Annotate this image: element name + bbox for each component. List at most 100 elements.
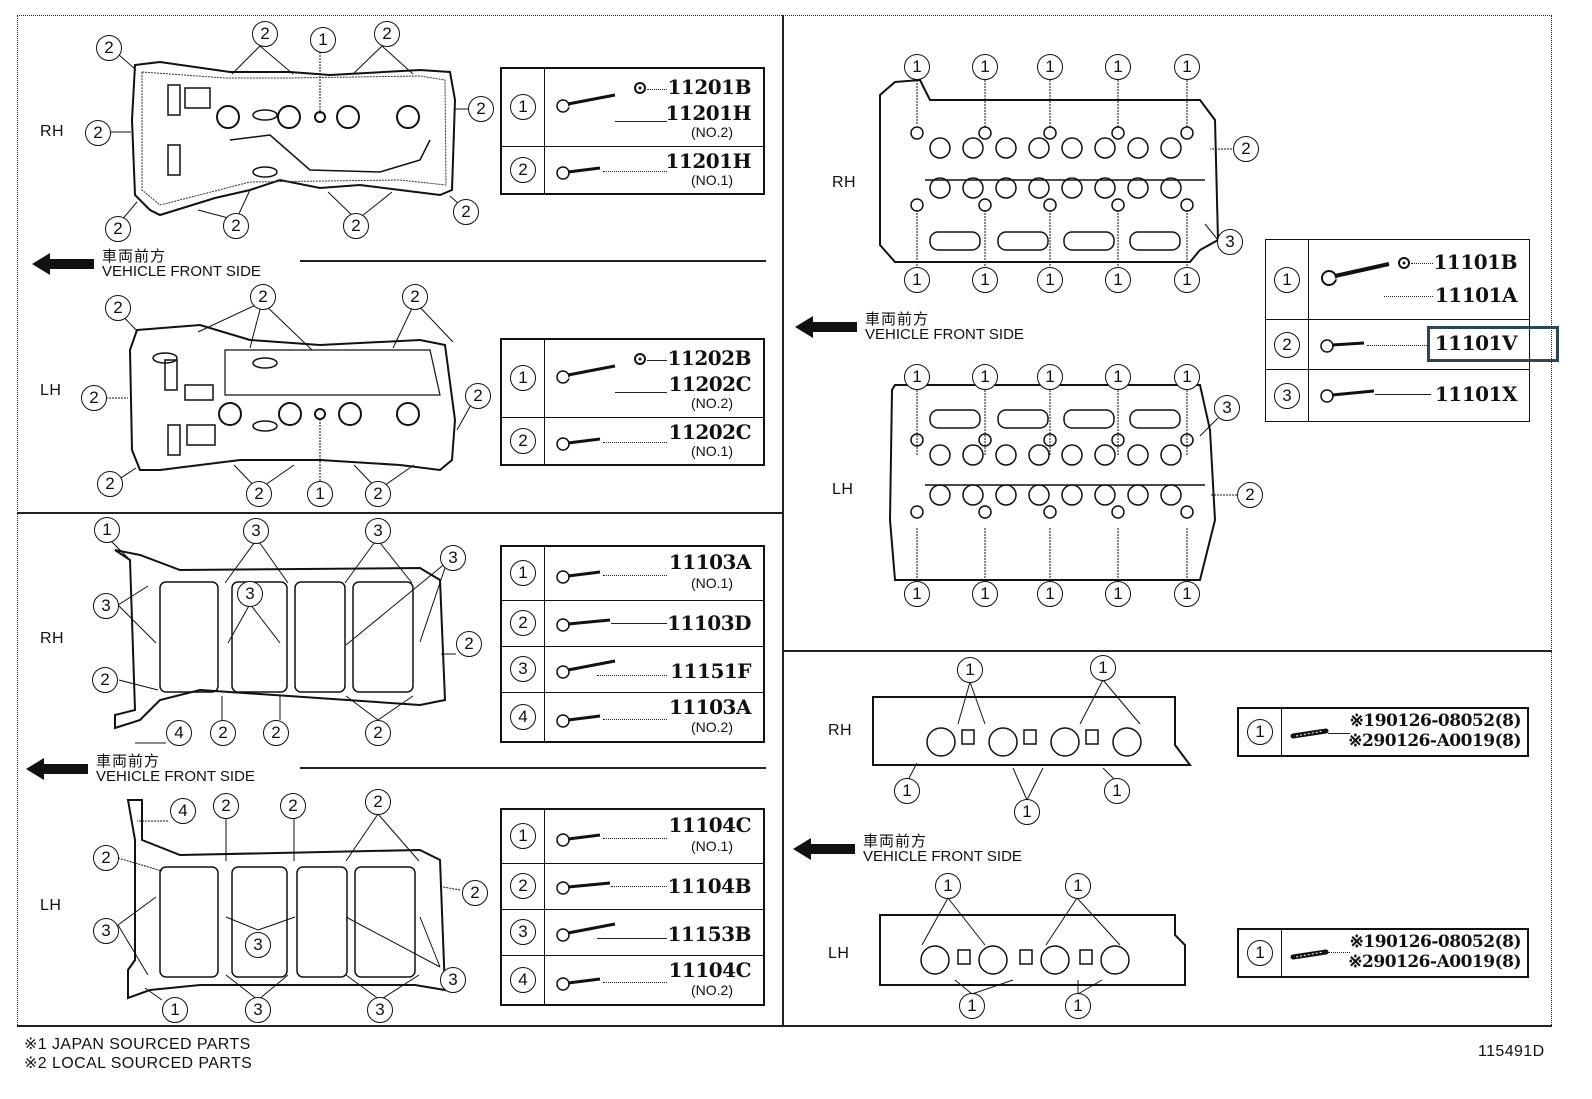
front-label-jp: 車両前方 [865,311,930,328]
legend-number: 4 [510,966,536,993]
bolt-short-icon [1320,339,1365,353]
legend-number: 1 [510,823,536,850]
bolt-hole [1112,127,1124,139]
leader-line [615,121,667,122]
footnote-japan: ※1 JAPAN SOURCED PARTS [24,1034,251,1054]
callout-lh: 3 [367,997,393,1023]
callout-head-bolt: 1 [1105,54,1131,80]
callout-lh: 1 [162,997,188,1023]
legend-row: 3 11153B [500,908,765,956]
leader-line [647,360,667,361]
callout-lh: 2 [213,793,239,819]
document-id: 115491D [1478,1043,1545,1060]
leader-line [1328,733,1350,734]
callout-lh: 2 [93,845,119,871]
legend-cam-cover-lh: 1 11202B 11202C (NO.2) 2 11202C (NO.1) [500,338,765,466]
divider-bottom [17,1025,1552,1027]
callout-head-bolt: 1 [1105,267,1131,293]
bolt-long-icon [556,659,616,679]
valve-hole [996,485,1016,505]
valve-hole [1161,178,1181,198]
cam-cover-rh-drawing [0,0,520,260]
part-number: 11202C [668,419,752,444]
valve-holes [0,0,1300,620]
part-number: 11201H [665,148,752,173]
side-label-lh: LH [832,481,854,498]
legend-number: 1 [1274,266,1300,293]
valve-hole [963,178,983,198]
callout-head-bolt: 2 [1233,136,1259,162]
leader-line [615,392,667,393]
leader-line [1384,296,1433,297]
legend-row: 4 11103A (NO.2) [500,691,765,743]
callout: 1 [894,778,920,804]
valve-hole [930,485,950,505]
callout-head-bolt: 1 [972,364,998,390]
part-number: ※290126-A0019(8) [1348,731,1521,751]
front-label-en: VEHICLE FRONT SIDE [102,263,261,280]
footnote-text: JAPAN SOURCED PARTS [51,1036,251,1053]
callout-head-bolt: 1 [1105,581,1131,607]
bolt-hole [911,199,923,211]
part-number-highlighted[interactable]: 11101V [1434,331,1518,355]
callout: 1 [935,873,961,899]
callout-lh: 2 [246,481,272,507]
valve-hole [1095,178,1115,198]
legend-number: 2 [510,873,536,899]
legend-row: 1 11101B 11101A [1265,239,1530,320]
leader-line [1375,394,1431,395]
callout-rh: 3 [93,593,119,619]
callout-head-bolt: 3 [1217,229,1243,255]
bolt-hole [911,506,923,518]
callout-rh: 2 [263,720,289,746]
legend-row: 1 ※190126-08052(8) ※290126-A0019(8) [1237,928,1529,978]
side-label-rh: RH [40,630,65,647]
callout-rh: 2 [468,96,494,122]
valve-hole [930,445,950,465]
callout: 1 [1065,993,1091,1019]
bolt-long-icon [556,364,616,384]
callout-rh: 2 [456,631,482,657]
legend-number: 3 [1274,382,1300,409]
callout-lh: 3 [245,932,271,958]
callout: 1 [959,993,985,1019]
callout-head-bolt: 1 [904,267,930,293]
front-label-en: VEHICLE FRONT SIDE [96,768,255,785]
callout-rh: 2 [92,667,118,693]
leader-line [603,441,667,443]
valve-hole [1062,138,1082,158]
callout-lh: 1 [307,481,333,507]
callout-rh: 2 [453,199,479,225]
bolt-hole [1112,434,1124,446]
callout-rh: 3 [243,518,269,544]
leader-line [597,674,667,676]
callout-lh: 2 [105,295,131,321]
callout-head-bolt: 1 [1174,581,1200,607]
leader-line [603,170,667,172]
part-qualifier: (NO.1) [691,442,733,459]
valve-hole [1128,178,1148,198]
valve-hole [963,445,983,465]
bolt-short-icon [556,713,601,728]
legend-number: 3 [510,656,536,682]
legend-number: 1 [510,560,536,587]
valve-hole [1095,445,1115,465]
valve-hole [1128,445,1148,465]
stud-bolt-icon [1290,949,1329,960]
callout-rh: 3 [365,518,391,544]
valve-hole [1161,138,1181,158]
section-rule [300,767,766,769]
callout-head-bolt: 1 [1174,364,1200,390]
legend-row: 3 11101X [1265,369,1530,422]
callout-rh: 2 [210,720,236,746]
callout-lh: 2 [465,383,491,409]
part-number: 11104B [667,873,752,898]
callout-lh: 3 [93,918,119,944]
part-qualifier: (NO.2) [691,718,733,735]
leader-line [603,575,667,576]
front-label-jp: 車両前方 [96,753,161,770]
callout: 1 [1065,873,1091,899]
footnote-local: ※2 LOCAL SOURCED PARTS [24,1053,252,1073]
valve-hole [1029,445,1049,465]
side-label-rh: RH [832,174,857,191]
